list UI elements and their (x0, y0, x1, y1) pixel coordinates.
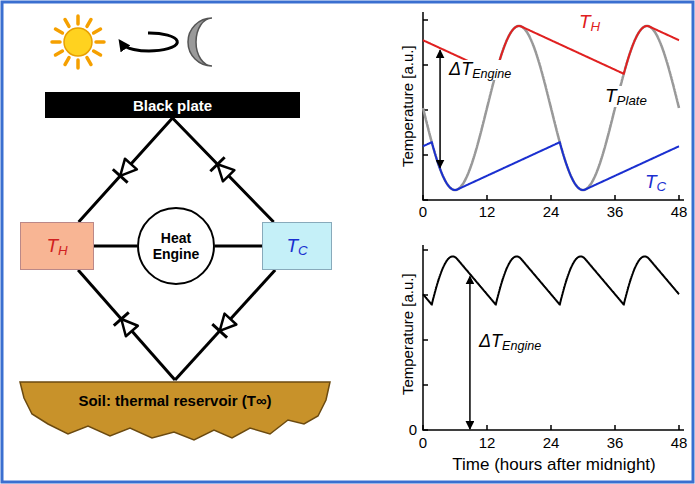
curve-label: TH (578, 12, 601, 33)
curve-label: TPlate (604, 86, 648, 107)
sun-icon (52, 16, 104, 68)
axis-title: Temperature [a.u.] (400, 273, 417, 395)
cold-reservoir-box: TC (262, 222, 332, 270)
tick-label: 36 (607, 435, 624, 452)
tick-label: 0 (419, 435, 427, 452)
plate-box: Black plate (45, 92, 300, 118)
tick-label: 48 (671, 204, 688, 221)
tick-label: 0 (419, 204, 427, 221)
soil-band: Soil: thermal reservoir (T∞) (18, 380, 332, 442)
node-text: Black plate (133, 97, 212, 114)
tick-label: 24 (543, 435, 560, 452)
diode-connector (175, 270, 275, 380)
tick-label: 0 (409, 422, 417, 439)
chart-axes (423, 245, 684, 430)
delta-label: ΔTEngine (448, 60, 512, 80)
axis-ticks (423, 250, 679, 430)
soil-outline (18, 380, 332, 442)
plate-curve (423, 26, 679, 190)
chart-axes (423, 12, 684, 200)
cold-curve (423, 142, 679, 190)
diode-connector (78, 270, 175, 380)
node-text: Soil: thermal reservoir (T∞) (78, 392, 271, 409)
moon-icon (188, 18, 212, 66)
tick-label: 12 (479, 204, 496, 221)
diode-connector (79, 118, 173, 222)
diode-connector (173, 118, 274, 222)
curve-label: TC (644, 172, 667, 193)
engine-circle: Heat Engine (137, 207, 215, 285)
cycle-arrow (122, 33, 177, 51)
node-text: Heat Engine (139, 230, 213, 262)
node-text: TC (286, 235, 307, 257)
axis-title: Temperature [a.u.] (400, 45, 417, 167)
tick-label: 24 (543, 204, 560, 221)
axis-title: Time (hours after midnight) (451, 456, 656, 475)
delta-label: ΔTEngine (478, 332, 542, 352)
delta-curve (423, 256, 679, 304)
delta-arrow (439, 50, 441, 167)
tick-label: 12 (479, 435, 496, 452)
delta-arrow (469, 276, 471, 429)
link-line (94, 245, 137, 248)
hot-reservoir-box: TH (20, 222, 94, 270)
tick-label: 36 (607, 204, 624, 221)
tick-label: 48 (671, 435, 688, 452)
axis-ticks (423, 20, 679, 200)
node-text: TH (46, 235, 67, 257)
link-line (215, 245, 262, 248)
